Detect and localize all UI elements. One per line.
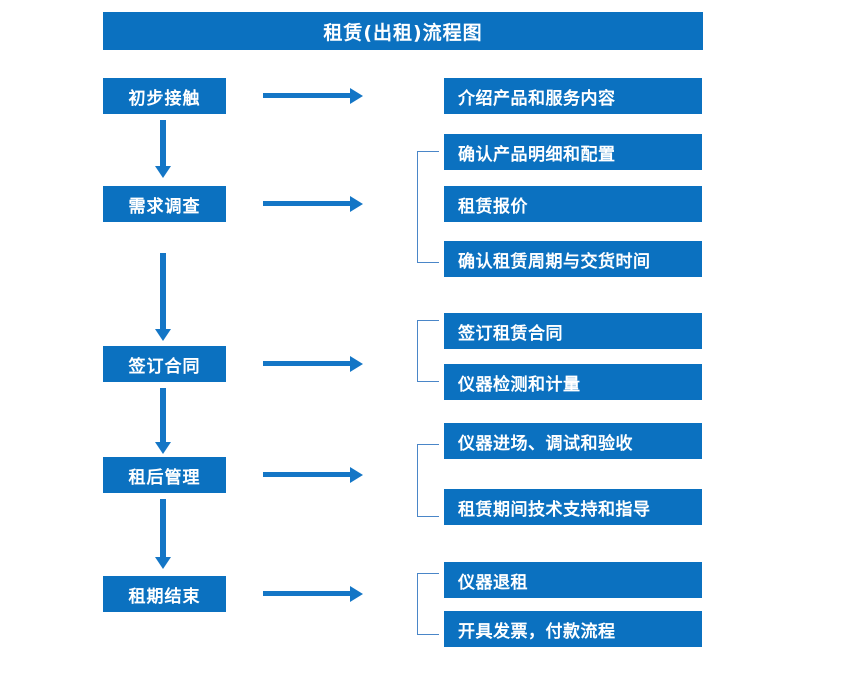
arrow-shaft: [263, 361, 351, 366]
arrow-shaft: [263, 201, 351, 206]
detail-box-3-2[interactable]: 仪器检测和计量: [444, 364, 702, 400]
arrow-down-2: [154, 253, 172, 343]
stage-box-2[interactable]: 需求调查: [103, 186, 226, 222]
bracket-connector-3: [417, 320, 439, 382]
diagram-title: 租赁(出租)流程图: [103, 12, 703, 50]
detail-box-4-1[interactable]: 仪器进场、调试和验收: [444, 423, 702, 459]
arrow-head: [350, 586, 363, 602]
stage-box-5[interactable]: 租期结束: [103, 576, 226, 612]
bracket-connector-5: [417, 573, 439, 635]
arrow-head: [155, 166, 171, 178]
detail-box-5-1[interactable]: 仪器退租: [444, 562, 702, 598]
arrow-down-3: [154, 388, 172, 456]
detail-box-2-2[interactable]: 租赁报价: [444, 186, 702, 222]
arrow-right-1: [263, 87, 363, 105]
detail-box-2-1[interactable]: 确认产品明细和配置: [444, 134, 702, 170]
arrow-head: [350, 467, 363, 483]
arrow-head: [155, 329, 171, 341]
arrow-shaft: [160, 499, 166, 559]
arrow-shaft: [263, 472, 351, 477]
arrow-head: [350, 88, 363, 104]
bracket-connector-2: [417, 151, 439, 263]
arrow-shaft: [160, 253, 166, 331]
arrow-head: [350, 356, 363, 372]
arrow-right-2: [263, 195, 363, 213]
arrow-down-4: [154, 499, 172, 571]
arrow-down-1: [154, 120, 172, 180]
arrow-head: [155, 442, 171, 454]
arrow-shaft: [160, 388, 166, 444]
arrow-head: [155, 557, 171, 569]
detail-box-3-1[interactable]: 签订租赁合同: [444, 313, 702, 349]
detail-box-1-1[interactable]: 介绍产品和服务内容: [444, 78, 702, 114]
detail-box-4-2[interactable]: 租赁期间技术支持和指导: [444, 489, 702, 525]
arrow-shaft: [263, 591, 351, 596]
detail-box-5-2[interactable]: 开具发票，付款流程: [444, 611, 702, 647]
arrow-right-3: [263, 355, 363, 373]
arrow-shaft: [263, 93, 351, 98]
arrow-shaft: [160, 120, 166, 168]
stage-box-4[interactable]: 租后管理: [103, 457, 226, 493]
detail-box-2-3[interactable]: 确认租赁周期与交货时间: [444, 241, 702, 277]
bracket-connector-4: [417, 444, 439, 517]
arrow-head: [350, 196, 363, 212]
stage-box-3[interactable]: 签订合同: [103, 346, 226, 382]
stage-box-1[interactable]: 初步接触: [103, 78, 226, 114]
arrow-right-4: [263, 466, 363, 484]
arrow-right-5: [263, 585, 363, 603]
